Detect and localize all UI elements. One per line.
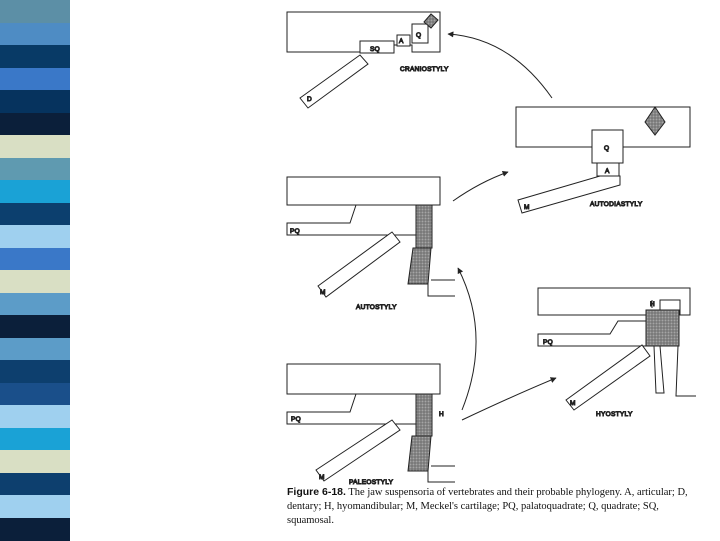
- autodiastyly-skull: [515, 106, 691, 148]
- stripe-block: [0, 202, 70, 226]
- craniostyly-label-a: A: [399, 38, 404, 45]
- stripe-block: [0, 225, 70, 248]
- paleostyly-hyomandibular-lower: [407, 435, 432, 472]
- autostyly-hyomandibular-lower: [407, 247, 432, 285]
- figure-caption: Figure 6-18. The jaw suspensoria of vert…: [287, 485, 707, 528]
- stripe-block: [0, 472, 70, 496]
- craniostyly-label-sq: SQ: [370, 46, 380, 53]
- paleostyly-palatoquadrate: [286, 393, 417, 425]
- craniostyly-panel: SQ A Q D CRANIOSTYLY: [286, 11, 449, 109]
- stripe-block: [0, 450, 70, 473]
- stripe-block: [0, 427, 70, 451]
- autodiastyly-quadrate: [591, 129, 624, 164]
- hyostyly-skull: [537, 287, 691, 316]
- arrow-paleostyly-to-autostyly: [457, 267, 477, 411]
- stripe-block: [0, 247, 70, 271]
- hyostyly-meckels-cartilage: [565, 344, 651, 411]
- hyostyly-palatoquadrate: [537, 320, 647, 347]
- paleostyly-hyoid-ray: [427, 465, 455, 483]
- autodiastyly-meckels-cartilage: [517, 175, 621, 214]
- stripe-block: [0, 270, 70, 293]
- paleostyly-hyomandibular-upper: [415, 393, 433, 437]
- stripe-block: [0, 135, 70, 158]
- paleostyly-skull: [286, 363, 441, 395]
- paleostyly-name: PALEOSTYLY: [349, 479, 394, 486]
- autostyly-palatoquadrate: [286, 204, 417, 236]
- craniostyly-name: CRANIOSTYLY: [400, 66, 449, 73]
- paleostyly-label-pq: PQ: [291, 416, 301, 423]
- autostyly-label-m: M: [320, 289, 326, 296]
- stripe-block: [0, 0, 70, 23]
- paleostyly-label-h: H: [439, 411, 444, 418]
- arrow-autostyly-to-autodiastyly: [452, 170, 509, 202]
- craniostyly-stippled-bone: [423, 13, 439, 29]
- stripe-block: [0, 112, 70, 136]
- phylogeny-arrows: [447, 31, 557, 421]
- autodiastyly-stippled-bone: [644, 106, 666, 136]
- stripe-block: [0, 382, 70, 406]
- autodiastyly-label-q: Q: [604, 145, 609, 152]
- decorative-color-stripe: [0, 0, 70, 541]
- craniostyly-quadrate: [411, 23, 429, 44]
- hyostyly-name: HYOSTYLY: [596, 411, 633, 418]
- hyostyly-label-m: M: [570, 400, 576, 407]
- autostyly-hyoid-ray: [427, 279, 455, 297]
- autostyly-label-pq: PQ: [290, 228, 300, 235]
- stripe-block: [0, 90, 70, 113]
- craniostyly-squamosal: [359, 40, 395, 54]
- hyostyly-panel: PQ M H HYOSTYLY: [537, 287, 696, 419]
- hyostyly-label-h: H: [650, 301, 655, 308]
- craniostyly-label-d: D: [307, 96, 312, 103]
- stripe-block: [0, 157, 70, 181]
- paleostyly-panel: PQ M H PALEOSTYLY: [286, 363, 455, 487]
- stripe-block: [0, 180, 70, 203]
- autostyly-meckels-cartilage: [317, 231, 401, 298]
- stripe-block: [0, 360, 70, 383]
- stripe-block: [0, 22, 70, 46]
- stripe-block: [0, 45, 70, 68]
- caption-text: The jaw suspensoria of vertebrates and t…: [287, 487, 688, 526]
- stripe-block: [0, 337, 70, 361]
- stripe-block: [0, 292, 70, 316]
- autostyly-hyomandibular-upper: [415, 204, 433, 249]
- autostyly-name: AUTOSTYLY: [356, 304, 397, 311]
- hyostyly-hyomandibular: [645, 309, 680, 347]
- arrow-paleostyly-to-hyostyly: [461, 377, 557, 421]
- stripe-block: [0, 495, 70, 518]
- craniostyly-articular: [396, 34, 411, 47]
- autodiastyly-name: AUTODIASTYLY: [590, 201, 643, 208]
- paleostyly-meckels-cartilage: [315, 419, 401, 482]
- craniostyly-dentary: [299, 54, 369, 109]
- autodiastyly-label-a: A: [605, 168, 610, 175]
- hyostyly-label-pq: PQ: [543, 339, 553, 346]
- autodiastyly-label-m: M: [524, 204, 530, 211]
- hyostyly-hyoid: [653, 345, 696, 397]
- stripe-block: [0, 405, 70, 428]
- arrow-autodiastyly-to-craniostyly: [447, 31, 553, 99]
- paleostyly-label-m: M: [319, 474, 325, 481]
- stripe-block: [0, 67, 70, 91]
- autostyly-skull: [286, 176, 441, 206]
- caption-label: Figure 6-18.: [287, 486, 346, 498]
- craniostyly-label-q: Q: [416, 32, 421, 39]
- stripe-block: [0, 315, 70, 338]
- stripe-block: [0, 517, 70, 541]
- autostyly-panel: PQ M AUTOSTYLY: [286, 176, 455, 312]
- autodiastyly-panel: Q A M AUTODIASTYLY: [515, 106, 691, 214]
